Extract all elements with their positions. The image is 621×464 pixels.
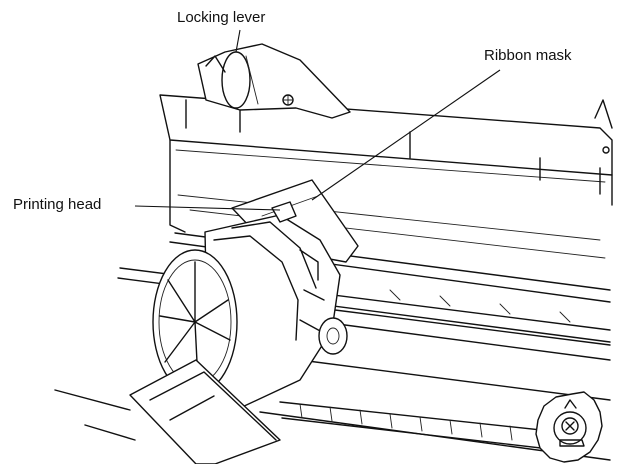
drive-belt <box>279 401 561 451</box>
leader-printing-head <box>134 205 281 211</box>
leader-ribbon-mask <box>311 69 501 201</box>
locking-lever <box>197 43 351 119</box>
drive-gear <box>535 391 603 463</box>
label-printing-head: Printing head <box>13 196 102 213</box>
leader-locking-lever <box>235 29 241 53</box>
carriage-base <box>54 359 281 464</box>
label-ribbon-mask: Ribbon mask <box>484 47 572 64</box>
carriage-roller <box>318 317 348 355</box>
label-locking-lever: Locking lever <box>177 9 266 26</box>
